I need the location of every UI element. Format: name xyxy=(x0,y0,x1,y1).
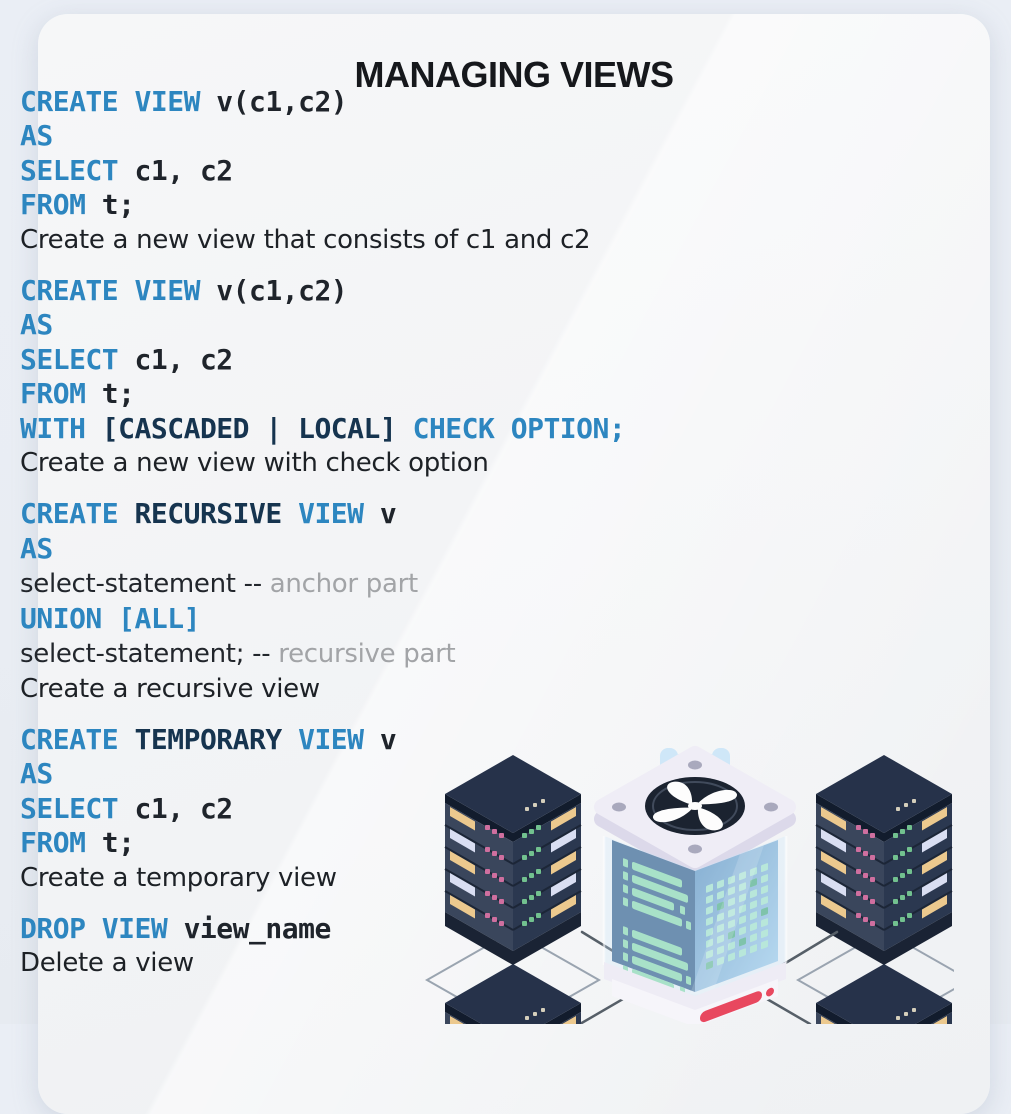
code-line: DROP VIEW view_name xyxy=(20,912,720,946)
code-token-comment: recursive part xyxy=(278,639,456,670)
code-token-kw: CREATE VIEW xyxy=(20,274,217,308)
status-led-bar xyxy=(700,987,774,1023)
code-token-kw2: RECURSIVE xyxy=(134,497,299,531)
code-token-kw: VIEW xyxy=(298,722,380,756)
code-token-id: v xyxy=(379,722,397,756)
code-token-id: view_name xyxy=(183,911,332,945)
code-token-plain: select-statement; -- xyxy=(20,639,279,670)
block-description: Create a new view that consists of c1 an… xyxy=(20,224,591,255)
code-line: select-statement; -- recursive part xyxy=(20,636,720,671)
code-line: UNION [ALL] xyxy=(20,602,720,636)
code-line: SELECT c1, c2 xyxy=(20,343,720,377)
code-line: CREATE TEMPORARY VIEW v xyxy=(20,723,720,757)
code-token-kw: FROM xyxy=(20,826,102,860)
code-token-kw: VIEW xyxy=(298,497,380,531)
code-token-id: c1, c2 xyxy=(134,153,234,187)
code-token-kw: FROM xyxy=(20,188,102,222)
code-line: FROM t; xyxy=(20,826,720,860)
code-line: AS xyxy=(20,757,720,791)
code-token-plain: select-statement -- xyxy=(20,569,270,600)
code-token-kw: SELECT xyxy=(20,342,135,376)
code-line: AS xyxy=(20,532,720,566)
central-database-server-icon xyxy=(594,746,796,1024)
code-line: CREATE RECURSIVE VIEW v xyxy=(20,497,720,531)
code-token-comment: anchor part xyxy=(269,569,418,600)
code-token-id: t; xyxy=(101,377,135,411)
server-activity-bars xyxy=(623,858,691,996)
code-token-kw: CREATE xyxy=(20,722,135,756)
code-token-id: v xyxy=(379,497,397,531)
code-line: select-statement -- anchor part xyxy=(20,566,720,601)
code-token-id: t; xyxy=(101,826,135,860)
code-token-kw: CREATE VIEW xyxy=(20,85,217,118)
code-line: CREATE VIEW v(c1,c2) xyxy=(20,85,720,119)
code-token-kw: AS xyxy=(20,119,53,153)
code-token-kw2: TEMPORARY xyxy=(134,722,299,756)
code-token-id: c1, c2 xyxy=(134,342,234,376)
code-token-kw2: [CASCADED | LOCAL] xyxy=(101,411,397,445)
code-token-kw: AS xyxy=(20,308,53,342)
code-token-kw: SELECT xyxy=(20,153,135,187)
code-line: FROM t; xyxy=(20,188,720,222)
code-token-kw: UNION [ALL] xyxy=(20,601,200,635)
code-token-id: v(c1,c2) xyxy=(216,274,348,308)
corner-screws xyxy=(612,760,778,854)
block-description: Create a new view with check option xyxy=(20,448,489,479)
code-line: AS xyxy=(20,308,720,342)
block-description: Delete a view xyxy=(20,948,194,979)
block-description: Create a recursive view xyxy=(20,673,320,704)
code-line: FROM t; xyxy=(20,377,720,411)
code-line: AS xyxy=(20,119,720,153)
code-token-kw: CREATE xyxy=(20,497,135,531)
block-description: Create a temporary view xyxy=(20,862,337,893)
code-token-kw: SELECT xyxy=(20,791,135,825)
code-line: SELECT c1, c2 xyxy=(20,792,720,826)
code-line: CREATE VIEW v(c1,c2) xyxy=(20,274,720,308)
cooling-fan-icon xyxy=(645,777,745,835)
code-line: WITH [CASCADED | LOCAL] CHECK OPTION; xyxy=(20,412,720,446)
code-token-kw: CHECK OPTION; xyxy=(396,411,626,445)
data-dot-matrix xyxy=(706,863,768,970)
code-token-kw: DROP VIEW xyxy=(20,911,184,945)
code-token-id: v(c1,c2) xyxy=(216,85,348,118)
code-token-id: c1, c2 xyxy=(134,791,234,825)
code-token-kw: AS xyxy=(20,531,53,565)
code-line: SELECT c1, c2 xyxy=(20,154,720,188)
code-token-id: t; xyxy=(101,188,135,222)
code-token-kw: AS xyxy=(20,757,53,791)
code-token-kw: WITH xyxy=(20,411,102,445)
cheatsheet-card: MANAGING VIEWS xyxy=(38,14,990,1114)
code-token-kw: FROM xyxy=(20,377,102,411)
server-cluster-illustration xyxy=(426,746,954,1024)
page-title: MANAGING VIEWS xyxy=(354,54,674,95)
